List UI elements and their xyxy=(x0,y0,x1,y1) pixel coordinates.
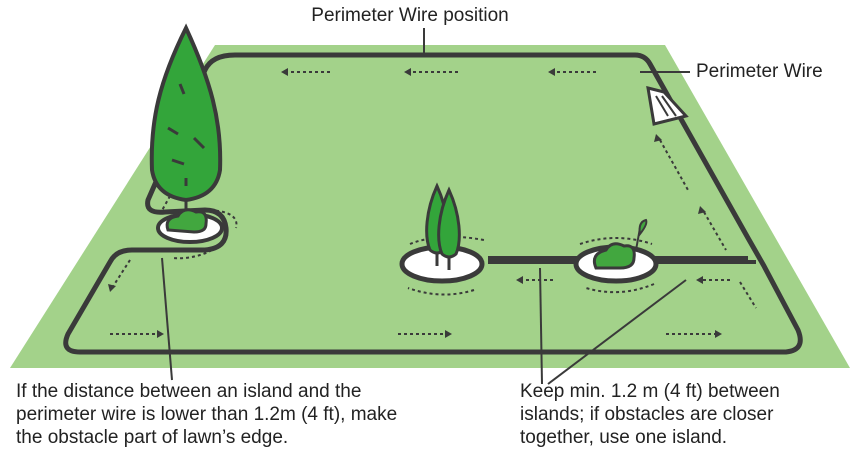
bush-icon xyxy=(165,208,208,234)
left-caption-line-2: perimeter wire is lower than 1.2m (4 ft)… xyxy=(16,404,397,425)
direction-arrow-icon xyxy=(516,276,523,284)
direction-arrows xyxy=(110,71,757,335)
direction-arrow-icon xyxy=(703,211,727,251)
left-caption-line-3: the obstacle part of lawn’s edge. xyxy=(16,427,288,448)
charging-station-icon xyxy=(646,85,689,126)
direction-arrow-icon xyxy=(404,68,411,76)
direction-arrow-icon xyxy=(654,134,662,142)
direction-arrow-icon xyxy=(157,330,164,338)
left-caption-line-1: If the distance between an island and th… xyxy=(16,381,361,402)
right-caption-line-1: Keep min. 1.2 m (4 ft) between xyxy=(520,381,780,402)
direction-arrow-icon xyxy=(281,68,288,76)
direction-arrow-icon xyxy=(407,287,475,296)
direction-arrow-icon xyxy=(739,281,757,309)
perimeter-wire-position-label: Perimeter Wire position xyxy=(311,5,508,26)
bush-icon xyxy=(592,218,648,270)
leader-lines xyxy=(161,28,690,385)
perimeter-wire-label: Perimeter Wire xyxy=(696,61,823,82)
perimeter-wire-loop xyxy=(63,52,803,355)
direction-arrow-icon xyxy=(548,68,555,76)
arrow-heads xyxy=(108,68,722,338)
direction-arrow-icon xyxy=(409,235,485,245)
direction-arrow-icon xyxy=(108,284,116,292)
direction-arrow-icon xyxy=(579,237,653,245)
right-caption-leader-2 xyxy=(547,279,687,385)
direction-arrow-icon xyxy=(445,330,452,338)
direction-arrow-icon xyxy=(585,283,655,294)
island-wire-connector xyxy=(488,256,756,264)
right-caption-line-3: together, use one island. xyxy=(520,427,727,448)
tall-tree-icon xyxy=(149,23,223,230)
left-caption-leader xyxy=(161,257,173,381)
direction-arrow-icon xyxy=(715,330,722,338)
right-caption-leader-1 xyxy=(539,267,543,385)
direction-arrow-icon xyxy=(171,243,223,260)
direction-arrow-icon xyxy=(698,206,706,214)
right-caption-line-2: islands; if obstacles are closer xyxy=(520,404,774,425)
twin-trees-icon xyxy=(425,182,461,270)
direction-arrow-icon xyxy=(696,276,703,284)
